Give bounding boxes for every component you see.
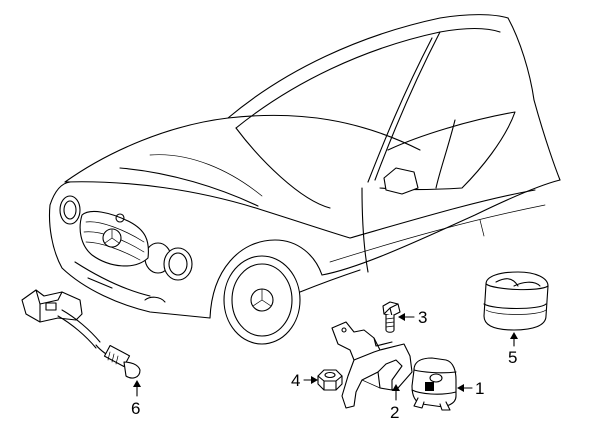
part-2-bracket <box>331 321 413 409</box>
callout-4: 4 <box>291 371 300 390</box>
callout-6: 6 <box>131 399 140 418</box>
callout-5: 5 <box>508 348 517 367</box>
callout-arrows <box>133 313 518 401</box>
part-5-cover <box>483 271 549 331</box>
callout-1: 1 <box>475 379 484 398</box>
car-illustration <box>49 14 561 345</box>
part-1-module <box>411 357 457 411</box>
part-6-sensor-cable <box>21 289 141 379</box>
callout-2: 2 <box>390 403 399 422</box>
part-3-bolt <box>382 301 401 333</box>
part-4-nut <box>317 369 343 391</box>
callout-3: 3 <box>418 308 427 327</box>
